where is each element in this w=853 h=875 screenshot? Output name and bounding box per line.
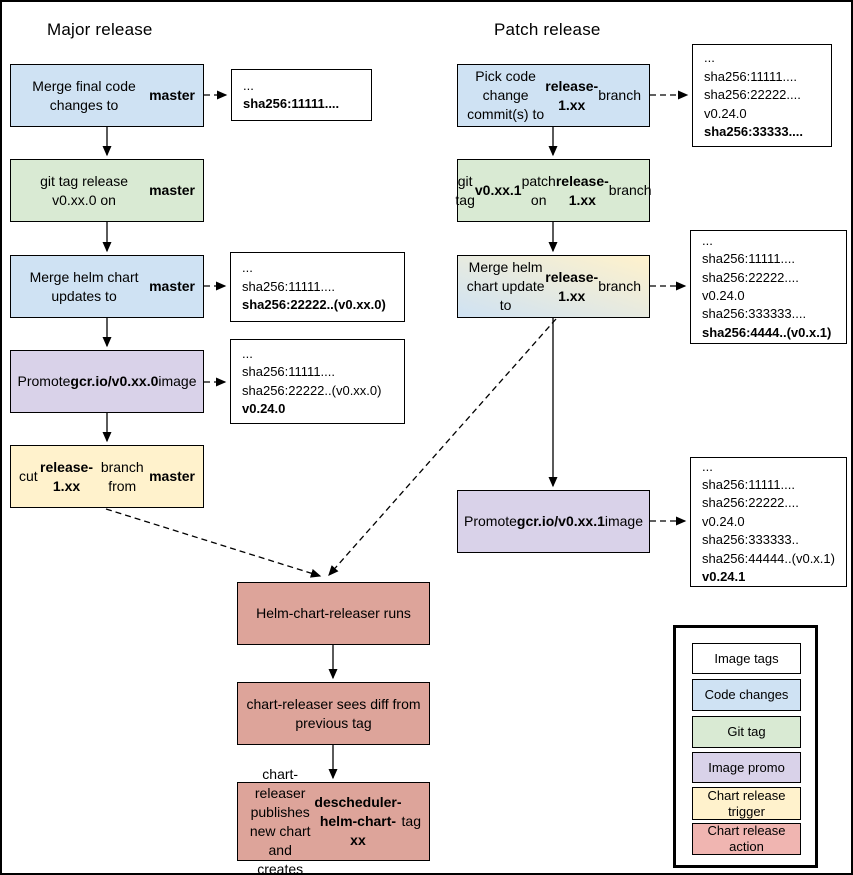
legend-box: Image tags Code changes Git tag Image pr… [673,625,818,868]
step-promote-v0xx1: Promote gcr.io/v0.xx.1 image [457,490,650,553]
legend-item-image-promo: Image promo [692,752,801,783]
step-cut-release-branch: cut release-1.xx branch from master [10,445,204,508]
step-git-tag-v0xx0: git tag release v0.xx.0 on master [10,159,204,222]
image-tags-note-major-2: ...sha256:11111....sha256:22222..(v0.xx.… [230,252,405,322]
legend-item-image-tags: Image tags [692,643,801,674]
image-tags-note-patch-2: ...sha256:11111....sha256:22222....v0.24… [690,230,847,344]
image-tags-note-patch-1: ...sha256:11111....sha256:22222....v0.24… [692,44,832,147]
step-merge-helm-update-release: Merge helm chart update to release-1.xx … [457,255,650,318]
image-tags-note-major-3: ...sha256:11111....sha256:22222..(v0.xx.… [230,339,405,424]
major-release-title: Major release [47,20,153,39]
image-tags-note-major-1: ...sha256:11111.... [231,69,372,121]
step-promote-v0xx0: Promote gcr.io/v0.xx.0 image [10,350,204,413]
step-helm-chart-releaser-runs: Helm-chart-releaser runs [237,582,430,645]
step-git-tag-v0xx1: git tag v0.xx.1 patch on release-1.xx br… [455,159,652,222]
step-chart-releaser-diff: chart-releaser sees diff from previous t… [237,682,430,745]
step-merge-helm-updates: Merge helm chart updates to master [10,255,204,318]
legend-item-chart-release-action: Chart release action [692,823,801,855]
step-pick-commits: Pick code change commit(s) to release-1.… [457,64,650,127]
arrow-trigger-from-major [105,508,322,578]
image-tags-note-patch-3: ...sha256:11111....sha256:22222....v0.24… [690,457,847,587]
legend-item-chart-release-trigger: Chart release trigger [692,787,801,820]
legend-item-git-tag: Git tag [692,716,801,748]
patch-release-title: Patch release [494,20,601,39]
legend-item-code-changes: Code changes [692,679,801,711]
step-chart-releaser-publishes: chart-releaser publishes new chart and c… [237,766,430,873]
step-merge-final-code: Merge final code changes to master [10,64,204,127]
